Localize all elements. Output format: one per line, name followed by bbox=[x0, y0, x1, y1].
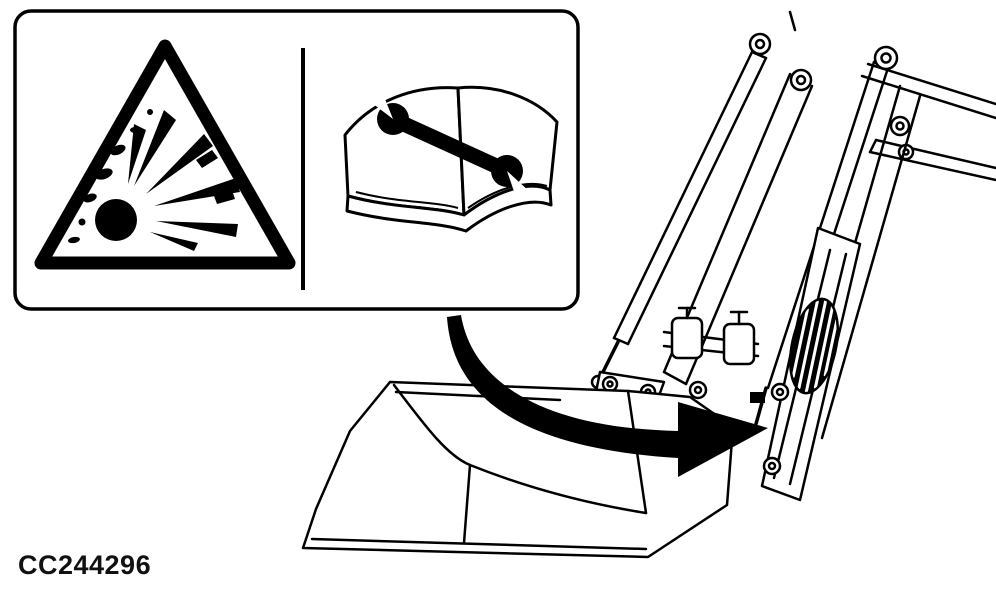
safety-label bbox=[13, 9, 580, 311]
callout-arrow bbox=[447, 315, 768, 477]
manual-wrench-icon bbox=[343, 85, 559, 233]
bomb-shape bbox=[95, 199, 137, 241]
explosion-hazard-icon bbox=[34, 39, 296, 270]
cross-tube bbox=[662, 306, 760, 366]
left-cylinder bbox=[590, 50, 768, 390]
pivot-bolts bbox=[748, 32, 911, 137]
figure-code: CC244296 bbox=[18, 550, 152, 580]
bucket bbox=[301, 380, 735, 559]
clamp bbox=[670, 316, 704, 360]
wrench-icon bbox=[368, 89, 530, 203]
mast-details bbox=[688, 380, 790, 476]
boom-members bbox=[788, 10, 996, 182]
label-location-marker bbox=[750, 392, 765, 403]
grille-icon bbox=[789, 297, 839, 395]
clamp bbox=[722, 322, 756, 366]
loader-illustration bbox=[301, 10, 996, 559]
